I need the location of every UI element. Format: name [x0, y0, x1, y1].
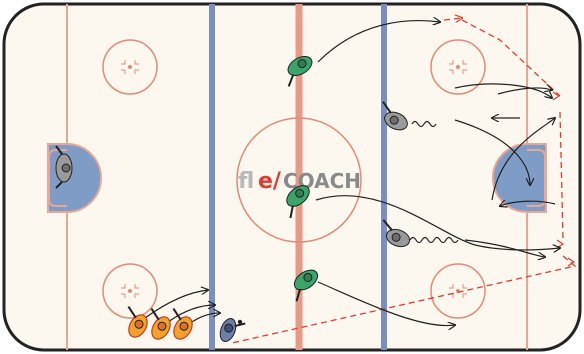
logo-mark: e/ [258, 169, 282, 194]
logo-prefix: fl [238, 169, 254, 194]
puck [238, 320, 242, 324]
